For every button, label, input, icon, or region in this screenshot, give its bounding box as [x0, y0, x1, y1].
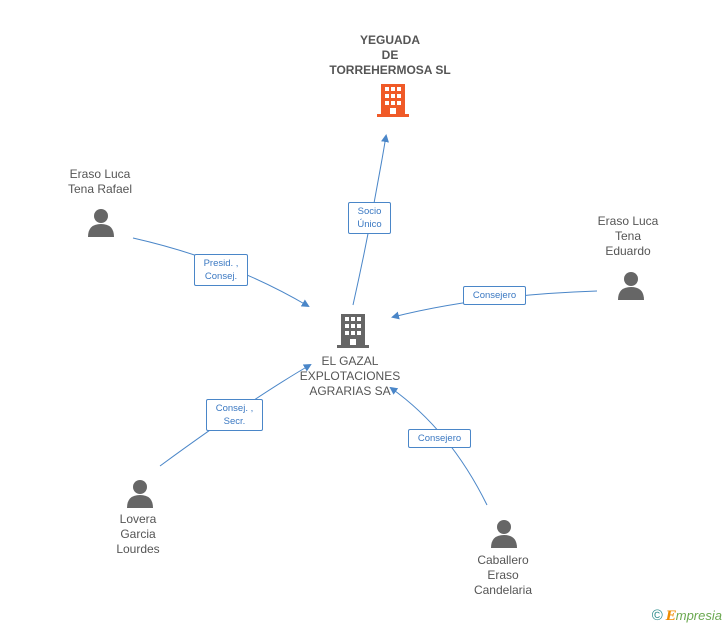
building-icon — [337, 314, 369, 348]
person-name-line: Eraso — [487, 568, 519, 582]
person-name-line: Candelaria — [473, 583, 533, 597]
brand-logo-text: mpresia — [675, 608, 722, 623]
company-top-line: DE — [381, 48, 399, 62]
person-name-line: Caballero — [477, 553, 529, 567]
edge-label-line: Consej. , — [215, 403, 254, 414]
copyright-symbol: © — [651, 607, 663, 624]
edge-label-consejero-candelaria[interactable]: Consejero — [408, 429, 471, 448]
person-name-line: Eduardo — [605, 244, 651, 258]
person-candelaria-label[interactable]: Caballero Eraso Candelaria — [453, 553, 553, 598]
edge-label-line: Consejero — [417, 433, 462, 444]
company-top-label[interactable]: YEGUADA DE TORREHERMOSA SL — [310, 33, 470, 78]
edge-label-line: Presid. , — [203, 258, 239, 269]
person-rafael-label[interactable]: Eraso Luca Tena Rafael — [50, 167, 150, 197]
brand-footer[interactable]: ©Empresia — [652, 607, 722, 624]
company-top-line: YEGUADA — [359, 33, 420, 47]
edge-label-consej-secr[interactable]: Consej. , Secr. — [206, 399, 263, 431]
building-icon — [377, 84, 409, 117]
company-center-line: EL GAZAL — [321, 354, 379, 368]
edge-label-line: Consejero — [472, 290, 517, 301]
edge-label-consejero-eduardo[interactable]: Consejero — [463, 286, 526, 305]
person-name-line: Lourdes — [116, 542, 160, 556]
brand-logo-e: E — [665, 609, 676, 624]
person-icon — [88, 209, 114, 237]
edge-label-line: Único — [357, 219, 382, 230]
edge-label-line: Consej. — [204, 271, 238, 282]
edge-label-presid-consej[interactable]: Presid. , Consej. — [194, 254, 248, 286]
company-center-line: AGRARIAS SA — [309, 384, 391, 398]
company-center-line: EXPLOTACIONES — [299, 369, 401, 383]
company-center-label[interactable]: EL GAZAL EXPLOTACIONES AGRARIAS SA — [290, 354, 410, 399]
person-name-line: Lovera — [119, 512, 157, 526]
person-name-line: Tena Rafael — [67, 182, 133, 196]
person-icon — [491, 520, 517, 548]
edge-label-socio-unico[interactable]: Socio Único — [348, 202, 391, 234]
person-icon — [127, 480, 153, 508]
person-name-line: Tena — [614, 229, 642, 243]
person-icon — [618, 272, 644, 300]
person-lourdes-label[interactable]: Lovera Garcia Lourdes — [88, 512, 188, 557]
edge-label-line: Socio — [357, 206, 382, 217]
company-top-line: TORREHERMOSA SL — [329, 63, 451, 77]
edge-label-line: Secr. — [223, 416, 246, 427]
person-name-line: Garcia — [120, 527, 156, 541]
person-name-line: Eraso Luca — [597, 214, 659, 228]
person-name-line: Eraso Luca — [69, 167, 131, 181]
person-eduardo-label[interactable]: Eraso Luca Tena Eduardo — [578, 214, 678, 259]
